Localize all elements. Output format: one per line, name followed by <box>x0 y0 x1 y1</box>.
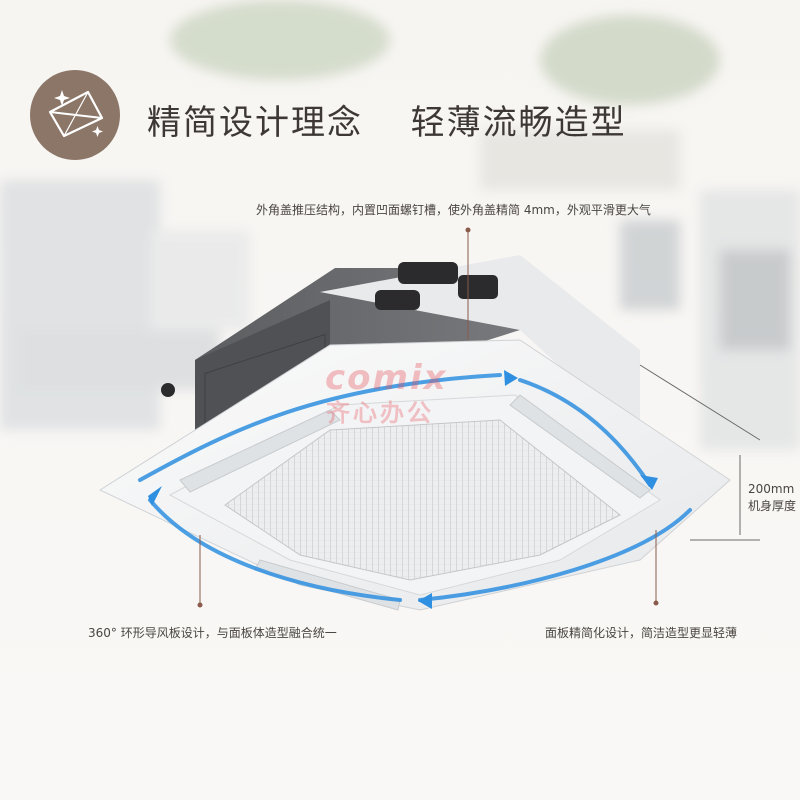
diamond-sparkle-icon <box>48 90 104 138</box>
heading-subtitle: 轻薄流畅造型 <box>410 103 627 143</box>
watermark-brand: comix <box>325 358 448 398</box>
annotation-right: 面板精简化设计，简洁造型更显轻薄 <box>545 626 738 640</box>
watermark-name: 齐心办公 <box>326 399 434 427</box>
heading-badge <box>30 70 120 160</box>
page-title: 精简设计理念 轻薄流畅造型 <box>147 95 627 144</box>
annotation-top: 外角盖推压结构，内置凹面螺钉槽，使外角盖精简 4mm，外观平滑更大气 <box>256 203 651 217</box>
annotation-left: 360° 环形导风板设计，与面板体造型融合统一 <box>88 626 337 640</box>
heading-title: 精简设计理念 <box>147 103 363 143</box>
height-value: 200mm <box>748 482 795 496</box>
height-dimension: 200mm 机身厚度 <box>748 481 796 515</box>
height-label: 机身厚度 <box>748 499 797 513</box>
